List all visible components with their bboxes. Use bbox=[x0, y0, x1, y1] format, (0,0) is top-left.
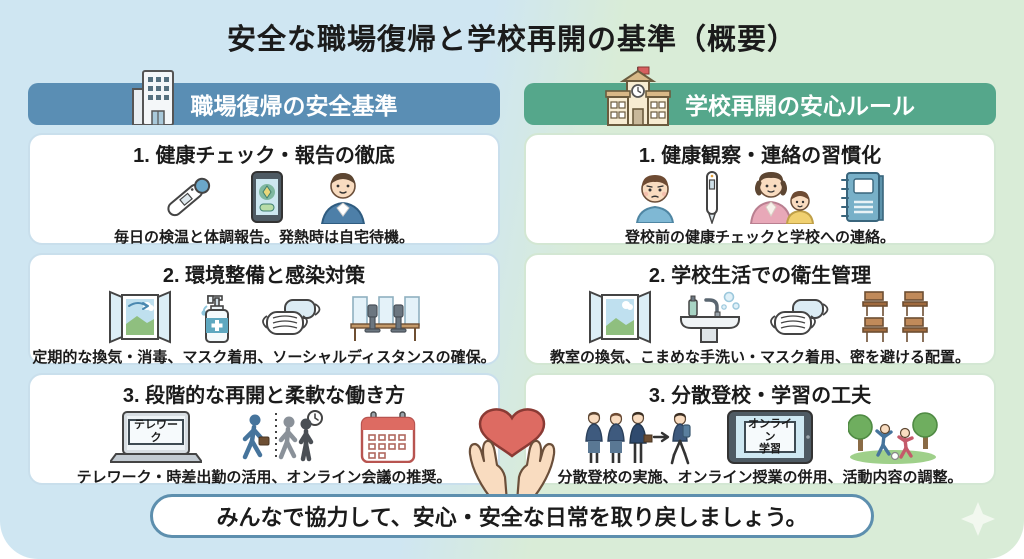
child-icon bbox=[633, 171, 677, 223]
work-section-3-icons: テレワーク bbox=[30, 408, 498, 466]
telework-laptop-icon: テレワーク bbox=[110, 410, 202, 464]
office-building-icon bbox=[131, 67, 177, 125]
work-header-label: 職場復帰の安全基準 bbox=[190, 93, 398, 119]
work-section-2-icons bbox=[30, 288, 498, 346]
hand-sanitizer-icon bbox=[197, 290, 235, 344]
school-section-2-heading: 2. 学校生活での衛生管理 bbox=[648, 265, 872, 287]
school-section-1-icons bbox=[526, 168, 994, 226]
online-learning-tablet-icon: オンライン 学習 bbox=[726, 409, 814, 465]
hands-holding-heart-icon bbox=[442, 396, 582, 502]
work-column: 職場復帰の安全基準 1. 健康チェック・報告の徹底 bbox=[28, 70, 500, 486]
footer-banner: みんなで協力して、安心・安全な日常を取り戻しましょう。 bbox=[150, 494, 874, 538]
work-section-1-heading: 1. 健康チェック・報告の徹底 bbox=[133, 145, 395, 167]
health-app-phone-icon bbox=[250, 170, 284, 224]
work-section-1-card: 1. 健康チェック・報告の徹底 bbox=[28, 133, 500, 246]
school-section-1-heading: 1. 健康観察・連絡の習慣化 bbox=[638, 145, 882, 167]
work-section-3-caption: テレワーク・時差出勤の活用、オンライン会議の推奨。 bbox=[76, 469, 452, 486]
partitioned-desks-icon bbox=[349, 291, 421, 343]
work-section-2-caption: 定期的な換気・消毒、マスク着用、ソーシャルディスタンスの確保。 bbox=[32, 349, 496, 366]
school-section-1-caption: 登校前の健康チェックと学校への連絡。 bbox=[624, 229, 895, 246]
school-building-icon bbox=[605, 65, 671, 127]
handwash-sink-icon bbox=[677, 290, 743, 344]
school-section-3-heading: 3. 分散登校・学習の工夫 bbox=[648, 385, 872, 407]
school-section-2-icons bbox=[526, 288, 994, 346]
work-section-1-icons bbox=[30, 168, 498, 226]
school-section-3-caption: 分散登校の実施、オンライン授業の併用、活動内容の調整。 bbox=[557, 469, 963, 486]
school-section-1-card: 1. 健康観察・連絡の習慣化 bbox=[524, 133, 996, 246]
face-masks-icon bbox=[767, 296, 833, 338]
school-section-2-caption: 教室の換気、こまめな手洗い・マスク着用、密を避ける配置。 bbox=[549, 349, 970, 366]
thermometer-icon bbox=[701, 170, 723, 224]
notebook-icon bbox=[839, 170, 887, 224]
sparkle-icon bbox=[958, 499, 998, 539]
work-section-2-heading: 2. 環境整備と感染対策 bbox=[162, 265, 366, 287]
school-section-2-card: 2. 学校生活での衛生管理 bbox=[524, 253, 996, 366]
tablet-label-line1: オンライン bbox=[748, 418, 792, 443]
students-group-arrow-icon bbox=[582, 409, 692, 465]
work-section-3-heading: 3. 段階的な再開と柔軟な働き方 bbox=[122, 385, 406, 407]
outdoor-play-icon bbox=[848, 409, 938, 465]
open-window-icon bbox=[587, 290, 653, 344]
parent-child-icon bbox=[747, 170, 815, 224]
tablet-screen-label: オンライン 学習 bbox=[744, 418, 796, 456]
school-column-header: 学校再開の安心ルール bbox=[524, 66, 996, 126]
school-section-3-card: 3. 分散登校・学習の工夫 bbox=[524, 373, 996, 486]
page-title: 安全な職場復帰と学校再開の基準（概要） bbox=[226, 24, 797, 56]
office-worker-icon bbox=[318, 170, 368, 224]
school-header-label: 学校再開の安心ルール bbox=[685, 93, 915, 119]
work-section-1-caption: 毎日の検温と体調報告。発熱時は自宅待機。 bbox=[113, 229, 414, 246]
thermometer-icon bbox=[160, 171, 216, 223]
work-section-2-card: 2. 環境整備と感染対策 bbox=[28, 253, 500, 366]
work-section-3-card: 3. 段階的な再開と柔軟な働き方 テレワーク bbox=[28, 373, 500, 486]
work-column-header: 職場復帰の安全基準 bbox=[28, 70, 500, 125]
calendar-icon bbox=[358, 411, 418, 463]
tablet-label-line2: 学習 bbox=[759, 443, 781, 456]
school-section-3-icons: オンライン 学習 bbox=[526, 408, 994, 466]
telework-laptop-screen-label: テレワーク bbox=[128, 419, 184, 445]
open-window-icon bbox=[107, 290, 173, 344]
school-desks-icon bbox=[857, 290, 933, 344]
footer-message: みんなで協力して、安心・安全な日常を取り戻しましょう。 bbox=[216, 505, 808, 530]
school-column: 学校再開の安心ルール 1. 健康観察・連絡の習慣化 bbox=[524, 66, 996, 486]
face-masks-icon bbox=[259, 296, 325, 338]
staggered-commute-icon bbox=[236, 409, 324, 465]
